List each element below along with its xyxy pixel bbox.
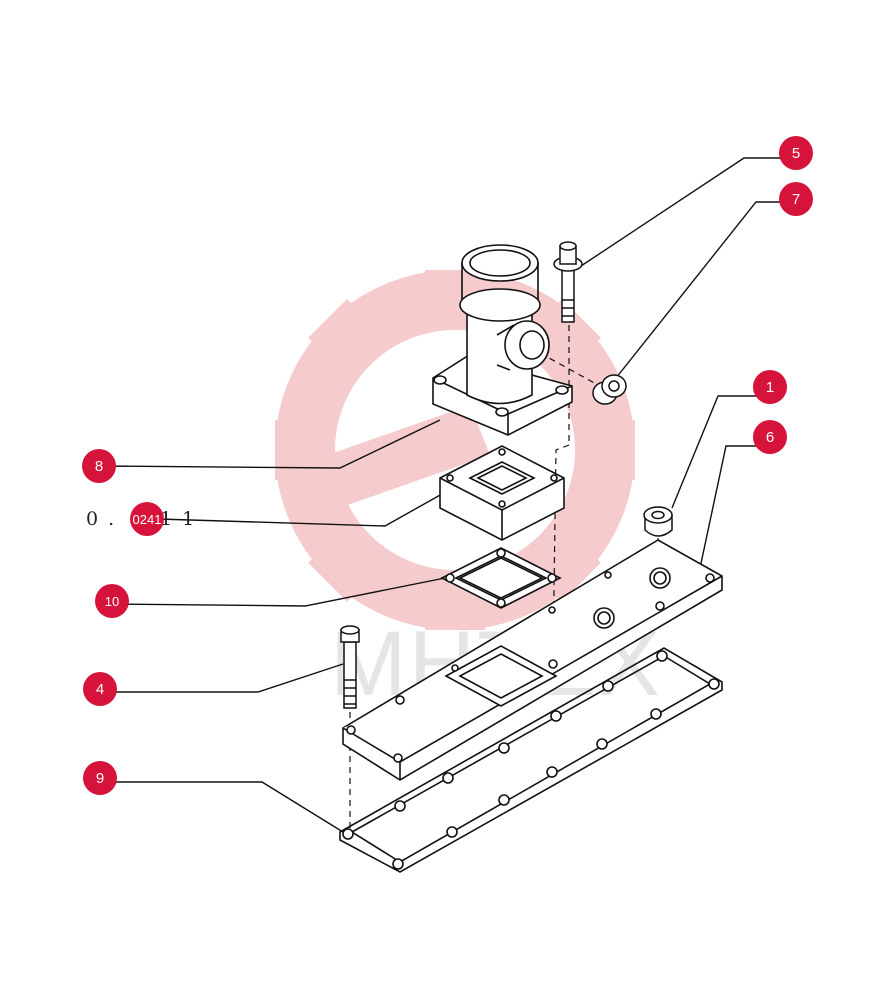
callout-9[interactable]: 9 [83, 761, 117, 795]
plug-1 [643, 506, 673, 537]
flange-bolt [553, 241, 583, 323]
spacer [439, 445, 565, 541]
callout-6[interactable]: 6 [753, 420, 787, 454]
callout-1[interactable]: 1 [753, 370, 787, 404]
callout-10[interactable]: 10 [95, 584, 129, 618]
callout-4[interactable]: 4 [83, 672, 117, 706]
callout-7[interactable]: 7 [779, 182, 813, 216]
cover-plate [342, 539, 723, 781]
side-label-suffix: 1 1 [160, 508, 197, 530]
cover-gasket [339, 647, 723, 873]
long-bolt [340, 625, 360, 709]
side-label-prefix: 0 . [86, 508, 117, 530]
callout-2[interactable]: 0241 [130, 502, 164, 536]
leader-lines [98, 157, 796, 833]
outlet-elbow [432, 244, 573, 436]
callout-5[interactable]: 5 [779, 136, 813, 170]
plug-7 [592, 374, 627, 405]
square-gasket [440, 547, 562, 609]
gear-logo-icon [275, 270, 635, 630]
callout-8[interactable]: 8 [82, 449, 116, 483]
